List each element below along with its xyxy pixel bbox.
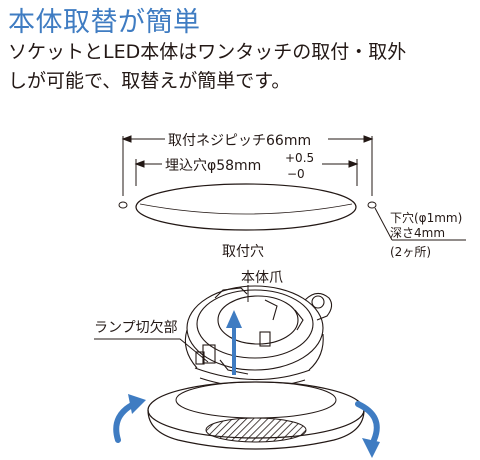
hole-label: 埋込穴φ58mm: [165, 158, 261, 174]
description-line-1: ソケットとLED本体はワンタッチの取付・取外: [8, 41, 407, 63]
tolerance-plus: +0.5: [285, 151, 314, 165]
rotate-right-arrow-icon: [355, 401, 380, 458]
up-arrow-icon: [226, 310, 242, 375]
lens-hatch: [205, 417, 307, 443]
notch-label: ランプ切欠部: [94, 320, 178, 336]
page-title: 本体取替が簡単: [8, 7, 201, 38]
pilot-hole-line-2: 深さ4mm: [390, 226, 445, 240]
claw-label: 本体爪: [241, 270, 283, 286]
hole-dimension: [134, 159, 359, 186]
pilot-hole-line-1: 下穴(φ1mm): [390, 210, 462, 225]
lamp-cover: [147, 381, 365, 450]
pitch-dimension: [121, 135, 374, 196]
pilot-hole-line-3: (2ヶ所): [390, 245, 431, 259]
socket-body: [184, 285, 333, 389]
mounting-hole: [135, 183, 357, 231]
pilot-hole-right: [367, 201, 377, 209]
pitch-label: 取付ネジピッチ66mm: [168, 133, 311, 149]
tolerance-minus: −0: [287, 167, 305, 181]
description-line-2: しが可能で、取替えが簡単です。: [8, 70, 291, 92]
pilot-hole-left: [118, 201, 128, 209]
rotate-left-arrow-icon: [113, 394, 146, 443]
notch-leader: [94, 338, 209, 363]
pilot-hole-leader: [374, 207, 466, 241]
mounting-hole-caption: 取付穴: [222, 244, 264, 260]
mounting-hole-rim: [139, 203, 353, 215]
